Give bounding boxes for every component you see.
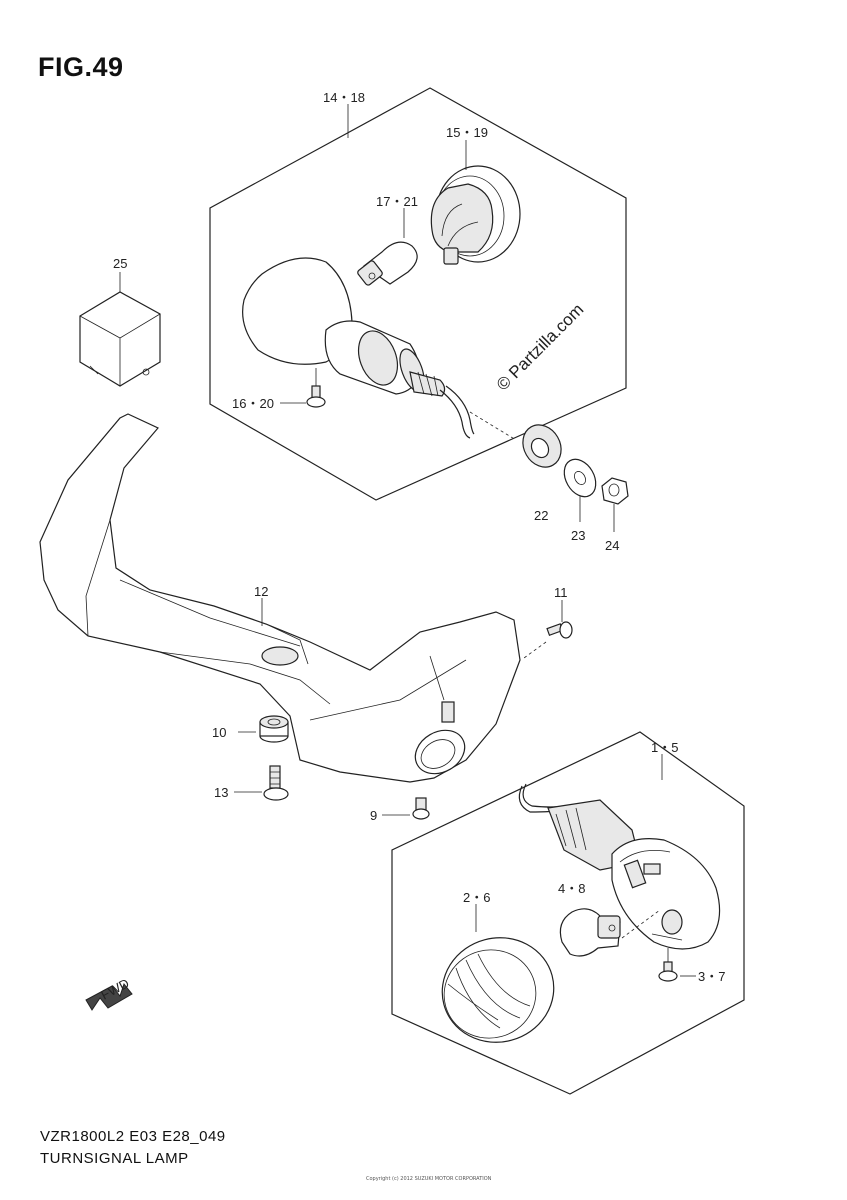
front-screw-part: [658, 948, 678, 982]
upper-group-outline: [209, 87, 627, 501]
lower-group-outline: [391, 731, 745, 1095]
callout-11: 11: [554, 585, 568, 600]
model-code: VZR1800L2 E03 E28_049: [40, 1128, 226, 1145]
front-lamp-shell-part: [518, 783, 721, 950]
forward-direction-icon: FWD: [85, 976, 133, 1011]
callout-4-8: 4・8: [558, 881, 585, 896]
part-name: TURNSIGNAL LAMP: [40, 1150, 189, 1167]
rear-lamp-housing-part: [430, 165, 521, 265]
callout-3-7: 3・7: [698, 969, 725, 984]
screw-part-9: [412, 797, 430, 820]
callout-13: 13: [214, 785, 228, 800]
rear-lamp-shell-part: [242, 257, 475, 439]
washer-part-23: [563, 458, 597, 498]
relay-part-25: [79, 291, 161, 387]
callout-24: 24: [605, 538, 619, 553]
callout-16-20: 16・20: [232, 396, 274, 411]
callout-10: 10: [212, 725, 226, 740]
grommet-part-22: [522, 424, 562, 468]
callout-15-19: 15・19: [446, 125, 488, 140]
grommet-part-10: [259, 715, 289, 743]
callout-12: 12: [254, 584, 268, 599]
callout-17-21: 17・21: [376, 194, 418, 209]
front-lens-part: [441, 937, 555, 1043]
copyright-notice: Copyright (c) 2012 SUZUKI MOTOR CORPORAT…: [366, 1176, 492, 1182]
screw-part-11: [523, 600, 573, 659]
callout-14-18: 14・18: [323, 90, 365, 105]
callout-1-5: 1・5: [651, 740, 678, 755]
callout-2-6: 2・6: [463, 890, 490, 905]
callout-9: 9: [370, 808, 377, 823]
bolt-part-13: [263, 765, 289, 801]
turnsignal-bracket-part-12: [39, 413, 521, 783]
figure-title: FIG.49: [38, 52, 124, 82]
rear-bulb-part: [357, 241, 418, 286]
front-bulb-part: [559, 908, 621, 957]
callout-25: 25: [113, 256, 127, 271]
callout-23: 23: [571, 528, 585, 543]
rear-screw-part: [306, 368, 326, 408]
nut-part-24: [601, 477, 629, 505]
callout-22: 22: [534, 508, 548, 523]
